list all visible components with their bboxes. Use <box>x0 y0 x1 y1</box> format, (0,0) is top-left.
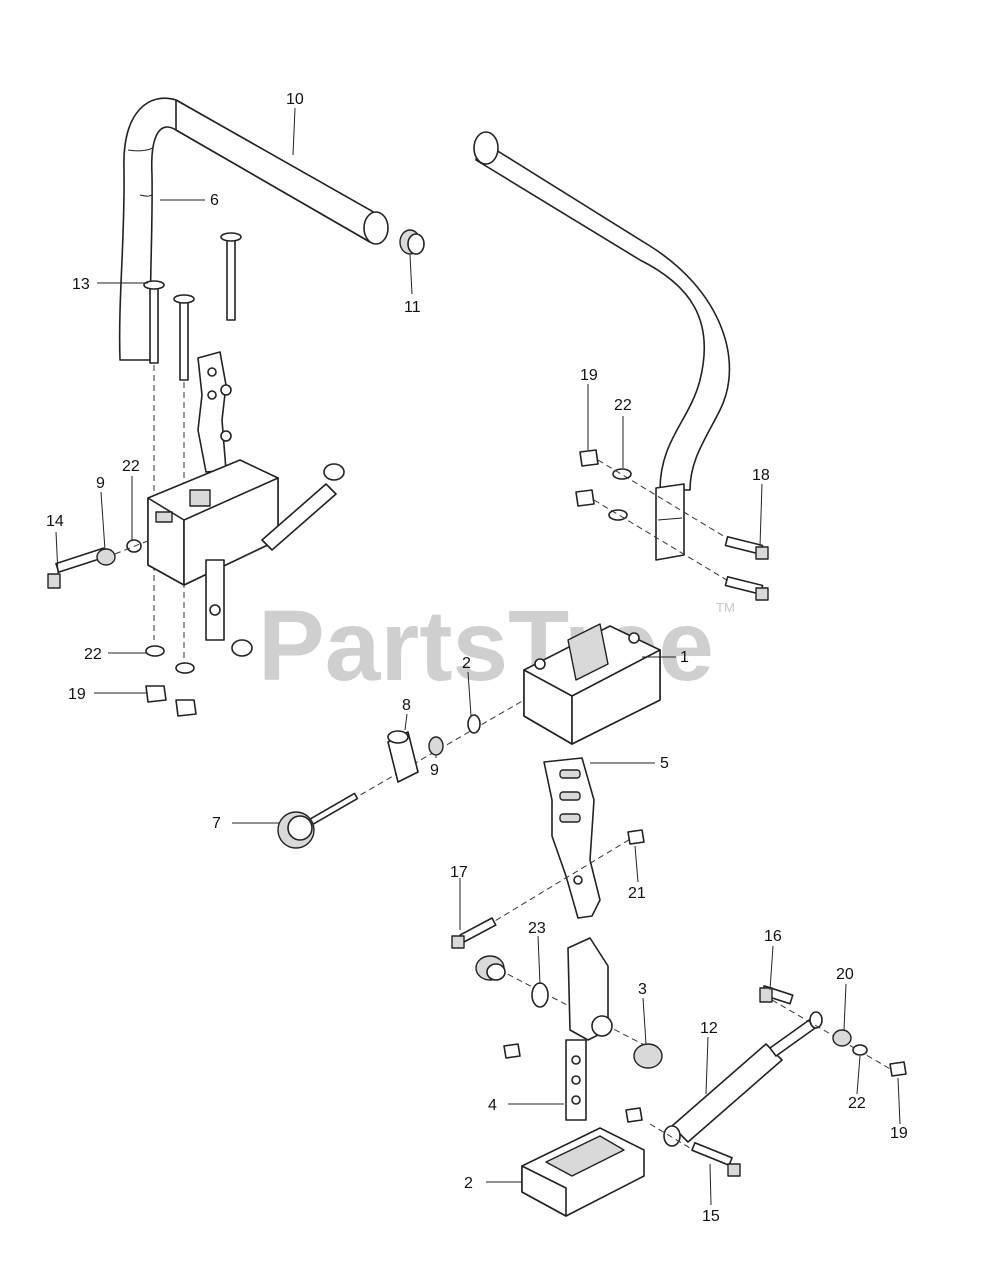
callout-20: 20 <box>836 966 854 983</box>
spacer-20 <box>832 1029 852 1047</box>
callout-9-left: 9 <box>96 475 105 492</box>
callout-3: 3 <box>638 981 647 998</box>
callout-2-lower: 2 <box>464 1175 473 1192</box>
nut-left-lower <box>503 1043 521 1059</box>
bushing-left <box>475 955 506 981</box>
callout-9-center: 9 <box>430 762 439 779</box>
handle-bar-left <box>118 97 385 361</box>
washer-2 <box>467 714 481 734</box>
handle-bar-right <box>473 131 731 561</box>
left-washer-22 <box>145 645 195 674</box>
bolt-17 <box>451 917 497 949</box>
bolt-15 <box>691 1141 741 1177</box>
left-pivot-arm <box>205 559 253 657</box>
callout-22-left-upper: 22 <box>122 458 140 475</box>
callout-22-right-lower: 22 <box>848 1095 866 1112</box>
callout-7: 7 <box>212 815 221 832</box>
knob-7 <box>277 792 359 849</box>
pivot-arm-4 <box>565 937 613 1121</box>
callout-16: 16 <box>764 928 782 945</box>
tube-end-opening <box>363 211 389 245</box>
sleeve-8 <box>387 730 419 783</box>
gas-spring-12 <box>663 1011 823 1147</box>
base-2 <box>521 1127 645 1217</box>
callout-labels: 10 6 11 13 22 9 14 22 19 19 22 18 1 2 8 … <box>46 91 908 1225</box>
callout-11: 11 <box>404 299 421 316</box>
nut-lower-middle <box>625 1107 643 1123</box>
callout-17: 17 <box>450 864 468 881</box>
o-ring-23 <box>531 982 549 1008</box>
right-bolts-18 <box>724 535 769 601</box>
left-nut-19 <box>145 685 197 717</box>
right-nuts-19 <box>575 449 599 507</box>
callout-22-left-lower: 22 <box>84 646 102 663</box>
nut-21 <box>627 829 645 845</box>
housing-1 <box>523 623 661 745</box>
callout-14: 14 <box>46 513 64 530</box>
bolt-16 <box>759 985 794 1005</box>
watermark-trademark: TM <box>716 600 735 615</box>
bushing-3 <box>633 1043 663 1069</box>
nut-19-right <box>889 1061 907 1077</box>
callout-8: 8 <box>402 697 411 714</box>
callout-10: 10 <box>286 91 304 108</box>
callout-5: 5 <box>660 755 669 772</box>
callout-18: 18 <box>752 467 770 484</box>
callout-13: 13 <box>72 276 90 293</box>
lever-5 <box>543 757 601 919</box>
callout-23: 23 <box>528 920 546 937</box>
left-bolt-14 <box>47 547 108 589</box>
callout-19-right-upper: 19 <box>580 367 598 384</box>
spring-9-right <box>428 736 444 756</box>
left-lever-assembly <box>197 351 232 473</box>
callout-15: 15 <box>702 1208 720 1225</box>
bolts-13 <box>143 232 242 381</box>
right-washers-22 <box>608 468 632 521</box>
callout-2-upper: 2 <box>462 655 471 672</box>
callout-1: 1 <box>680 649 689 666</box>
end-cap-plug <box>399 229 425 255</box>
washer-22-right <box>852 1044 868 1056</box>
callout-4: 4 <box>488 1097 497 1114</box>
left-gas-spring <box>261 463 345 551</box>
callout-19-left: 19 <box>68 686 86 703</box>
callout-19-right-lower: 19 <box>890 1125 908 1142</box>
callout-21: 21 <box>628 885 646 902</box>
callout-6: 6 <box>210 192 219 209</box>
callout-22-right-upper: 22 <box>614 397 632 414</box>
callout-12: 12 <box>700 1020 718 1037</box>
leader-lines <box>55 107 901 1206</box>
